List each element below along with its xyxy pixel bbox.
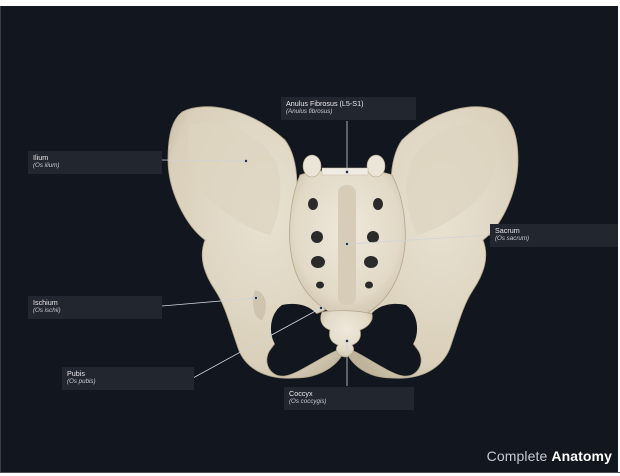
- label-latin-name: (Os sacrum): [495, 235, 530, 242]
- label-coccyx[interactable]: Coccyx (Os coccygis): [284, 387, 414, 410]
- label-name: Ilium: [33, 153, 49, 162]
- pelvis-model[interactable]: [1, 6, 618, 472]
- label-latin-name: (Os coccygis): [289, 398, 327, 405]
- label-latin-name: (Os pubis): [67, 378, 96, 385]
- label-name: Anulus Fibrosus (L5-S1): [286, 99, 364, 108]
- label-name: Coccyx: [289, 389, 313, 398]
- complete-anatomy-logo: Complete Anatomy: [487, 448, 612, 464]
- label-sacrum[interactable]: Sacrum (Os sacrum): [490, 224, 618, 247]
- label-ischium[interactable]: Ischium (Os ischii): [28, 296, 162, 319]
- label-latin-name: (Os ilium): [33, 162, 60, 169]
- label-pubis[interactable]: Pubis (Os pubis): [62, 367, 194, 390]
- label-latin-name: (Anulus fibrosus): [286, 108, 333, 115]
- label-ilium[interactable]: Ilium (Os ilium): [28, 151, 162, 174]
- label-name: Ischium: [33, 298, 58, 307]
- leader-lines: [161, 121, 491, 386]
- 3d-anatomy-viewport[interactable]: Anulus Fibrosus (L5-S1) (Anulus fibrosus…: [1, 6, 618, 472]
- coccyx-bone[interactable]: [320, 310, 373, 358]
- logo-light-text: Complete: [486, 448, 548, 464]
- right-hip-bone[interactable]: [344, 106, 519, 379]
- label-latin-name: (Os ischii): [33, 307, 61, 314]
- logo-bold-text: Anatomy: [551, 448, 612, 464]
- label-name: Pubis: [67, 369, 85, 378]
- left-hip-bone[interactable]: [167, 106, 346, 379]
- label-name: Sacrum: [495, 226, 520, 235]
- viewport-edge: [0, 472, 620, 473]
- viewport-edge: [0, 6, 1, 472]
- label-anulus-fibrosus[interactable]: Anulus Fibrosus (L5-S1) (Anulus fibrosus…: [281, 97, 416, 120]
